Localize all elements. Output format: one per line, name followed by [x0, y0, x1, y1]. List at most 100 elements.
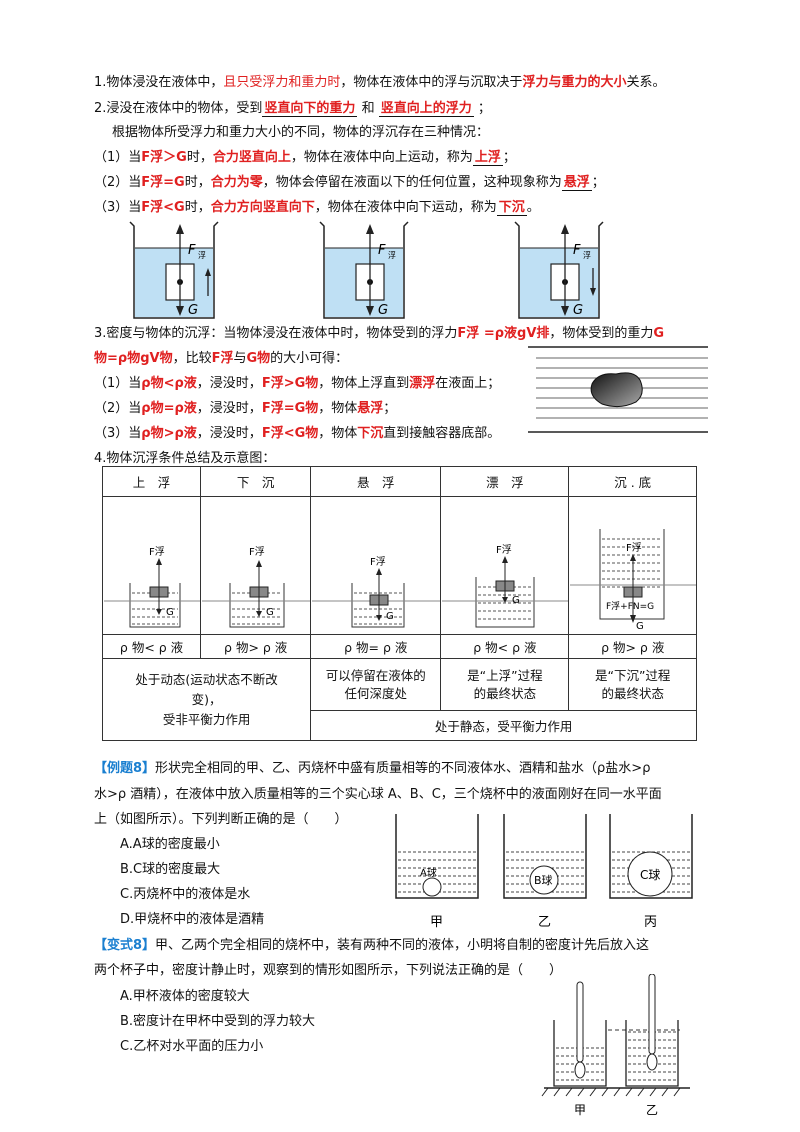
header-sink: 下 沉	[200, 466, 312, 497]
formula: F浮>G物	[261, 376, 319, 391]
f-label: F	[573, 243, 581, 258]
formula: G	[653, 326, 665, 341]
g-label: G	[636, 621, 644, 631]
variant-tag: 【变式8】	[94, 938, 156, 953]
text: ，物体在液体中的浮与沉取决于	[340, 75, 523, 90]
cup-jia-label: 甲	[574, 1103, 586, 1117]
g-label: G	[166, 607, 174, 618]
g-label: G	[386, 611, 394, 622]
highlight: 漂浮	[409, 376, 436, 391]
condition-float: ρ 物< ρ 液	[440, 634, 570, 659]
text: 是“上浮”过程	[467, 667, 543, 683]
highlight: 合力为零	[210, 175, 263, 190]
text: 是“下沉”过程	[594, 667, 671, 683]
option-b: B.C球的密度最大	[120, 862, 221, 877]
density-case-2: （2）当ρ物=ρ液，浸没时，F浮=G物，物体悬浮；	[94, 400, 396, 418]
formula: ρ物=ρ液	[141, 401, 197, 416]
highlight: 悬浮	[357, 401, 384, 416]
cell-float: F浮 G	[440, 496, 570, 635]
answer-blank: 竖直向下的重力	[262, 101, 358, 117]
answer-blank: 下沉	[496, 200, 527, 216]
text: ，浸没时，	[196, 376, 262, 391]
f-label: F浮	[149, 546, 165, 558]
beakers-figure: F 浮 G F 浮 G F 浮 G	[129, 221, 604, 319]
text: ，物体上浮直到	[318, 376, 410, 391]
text: ，浸没时，	[196, 401, 262, 416]
f-label: F浮	[626, 542, 642, 554]
option-c: C.乙杯对水平面的压力小	[120, 1039, 264, 1054]
bottom-diagram: F浮 F浮+FN=G G	[569, 529, 696, 632]
text: 关系。	[626, 75, 666, 90]
formula: F浮＞G	[141, 150, 187, 165]
answer-blank: 上浮	[472, 150, 503, 166]
rock-in-liquid-figure	[528, 346, 708, 433]
cup-jia: A球 甲	[395, 814, 479, 930]
text: 的大小可得：	[270, 351, 349, 366]
para-4: 3.密度与物体的沉浮：当物体浸没在液体中时，物体受到的浮力F浮 =ρ液gV排，物…	[94, 325, 664, 343]
answer-blank: 悬浮	[561, 175, 592, 191]
text: ；	[502, 150, 516, 165]
option-b: B.密度计在甲杯中受到的浮力较大	[120, 1014, 316, 1029]
formula: F浮=G	[141, 175, 185, 190]
three-cups-figure: A球 甲 B球 乙 C球 丙	[395, 814, 693, 930]
formula: F浮 =ρ液gV排	[457, 326, 550, 341]
case-1: （1）当F浮＞G时，合力竖直向上，物体在液体中向上运动，称为上浮；	[94, 149, 516, 167]
para-6: 4.物体沉浮条件总结及示意图：	[94, 451, 276, 466]
formula: F浮=G物	[261, 401, 319, 416]
cup-bing: C球 丙	[609, 814, 693, 930]
case-2: （2）当F浮=G时，合力为零，物体会停留在液面以下的任何位置，这种现象称为悬浮；	[94, 174, 605, 192]
highlight: 合力竖直向上	[212, 150, 291, 165]
formula: F浮<G物	[261, 426, 319, 441]
cell-sink: F浮 G	[200, 496, 312, 635]
text: ，浸没时，	[196, 426, 262, 441]
cup-yi-label: 乙	[538, 915, 551, 930]
text: 。	[526, 200, 540, 215]
highlight: 且只受浮力和重力时	[223, 75, 341, 90]
text: （2）当	[94, 401, 142, 416]
highlight: 浮力与重力的大小	[522, 75, 627, 90]
text: 在液面上；	[435, 376, 501, 391]
text: 可以停留在液体的	[325, 667, 426, 683]
cell-bottom: F浮 F浮+FN=G G	[568, 496, 697, 635]
header-float: 漂 浮	[440, 466, 570, 497]
variant-8-line-1: 【变式8】甲、乙两个完全相同的烧杯中，装有两种不同的液体，小明将自制的密度计先后…	[94, 937, 649, 955]
para-5: 物=ρ物gV物，比较F浮与G物的大小可得：	[94, 350, 348, 368]
f-label: F浮	[249, 546, 265, 558]
cup-yi: 乙	[625, 974, 679, 1117]
para-2: 2.浸没在液体中的物体，受到竖直向下的重力 和 竖直向上的浮力 ；	[94, 100, 491, 118]
f-label: F浮	[370, 556, 386, 568]
text: 时，	[184, 200, 211, 215]
text: 形状完全相同的甲、乙、丙烧杯中盛有质量相等的不同液体水、酒精和盐水（ρ盐水>ρ	[155, 761, 651, 776]
formula: F浮<G	[141, 200, 185, 215]
float-diagram: F浮 G	[441, 544, 568, 628]
example-8-line-2: 水>ρ 酒精），在液体中放入质量相等的三个实心球 A、B、C，三个烧杯中的液面刚…	[94, 787, 662, 802]
text: （3）当	[94, 200, 142, 215]
f-sub: 浮	[583, 250, 591, 260]
f-label: F	[378, 243, 386, 258]
header-bottom: 沉 . 底	[568, 466, 697, 497]
g-label: G	[512, 595, 520, 606]
condition-bottom: ρ 物> ρ 液	[568, 634, 697, 659]
text: 的最终状态	[601, 685, 664, 701]
text: 和	[361, 101, 375, 116]
text: ；	[383, 401, 397, 416]
beaker-rise: F 浮 G	[129, 221, 219, 319]
text: ，物体在液体中向上运动，称为	[290, 150, 473, 165]
bottom-eq-label: F浮+FN=G	[606, 600, 654, 612]
f-sub: 浮	[198, 250, 206, 260]
text: 时，	[186, 150, 213, 165]
text: 2.浸没在液体中的物体，受到	[94, 101, 263, 116]
text: ；	[591, 175, 605, 190]
para-3: 根据物体所受浮力和重力大小的不同，物体的浮沉存在三种情况：	[112, 125, 490, 140]
variant-8-line-2: 两个杯子中，密度计静止时，观察到的情形如图所示，下列说法正确的是（ ）	[94, 963, 563, 978]
state-bottom: 是“下沉”过程 的最终状态	[568, 658, 697, 711]
para-1: 1.物体浸没在液体中，且只受浮力和重力时，物体在液体中的浮与沉取决于浮力与重力的…	[94, 74, 665, 92]
state-moving: 处于动态(运动状态不断改 变)， 受非平衡力作用	[101, 658, 312, 741]
condition-suspend: ρ 物= ρ 液	[310, 634, 442, 659]
suspend-diagram: F浮 G	[311, 556, 440, 628]
density-case-1: （1）当ρ物<ρ液，浸没时，F浮>G物，物体上浮直到漂浮在液面上；	[94, 375, 500, 393]
cup-jia-label: 甲	[430, 915, 443, 930]
header-rise: 上 浮	[101, 466, 202, 497]
state-suspend: 可以停留在液体的 任何深度处	[310, 658, 442, 711]
text: 时，	[184, 175, 211, 190]
